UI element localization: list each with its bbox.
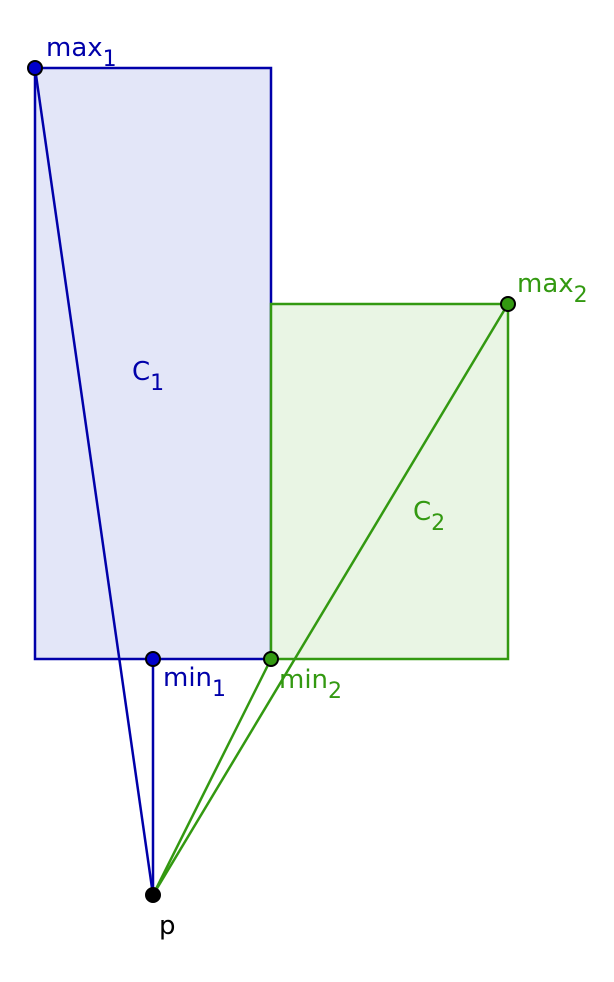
label-max1-sub: 1: [103, 47, 117, 72]
label-max1-base: max: [46, 33, 103, 63]
label-min2-base: min: [279, 665, 328, 695]
point-max2: [500, 296, 516, 312]
label-min2: min2: [279, 665, 342, 704]
label-c2-sub: 2: [431, 511, 445, 536]
point-max1: [27, 60, 43, 76]
cell-c1: [33, 66, 273, 661]
line-p-to-min2: [151, 658, 273, 896]
label-p: p: [159, 911, 176, 941]
cell-c2: [269, 302, 510, 661]
label-c1: C1: [132, 357, 164, 396]
label-min2-sub: 2: [328, 679, 342, 704]
label-min1-base: min: [163, 663, 212, 693]
line-p-to-max1: [33, 67, 155, 896]
label-max2-base: max: [517, 269, 574, 299]
label-max1: max1: [46, 33, 117, 72]
label-c2: C2: [413, 497, 445, 536]
label-max2: max2: [517, 269, 588, 308]
point-min2: [263, 651, 279, 667]
label-min1-sub: 1: [212, 677, 226, 702]
line-p-to-max2: [151, 303, 510, 896]
point-min1: [145, 651, 161, 667]
label-c1-sub: 1: [150, 371, 164, 396]
point-p: [145, 887, 161, 903]
label-c2-base: C: [413, 497, 431, 527]
label-max2-sub: 2: [574, 283, 588, 308]
label-min1: min1: [163, 663, 226, 702]
label-c1-base: C: [132, 357, 150, 387]
